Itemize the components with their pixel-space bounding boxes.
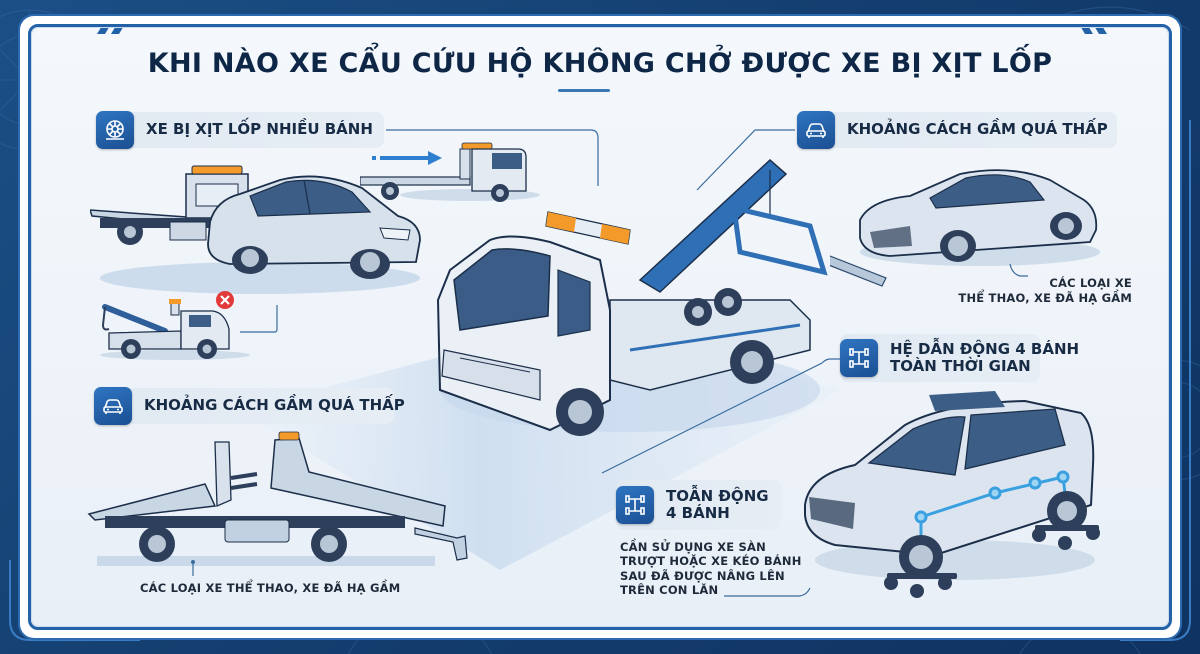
caption-line: SAU ĐÃ ĐƯỢC NÂNG LÊN [620,568,785,583]
corner-slash-decoration [1080,27,1107,34]
label-line: TOÀN THỜI GIAN [890,357,1031,375]
caption-4wd: CẦN SỬ DỤNG XE SÀN TRƯỢT HOẶC XE KÉO BÁN… [620,540,802,598]
label-low-clearance-top: KHOẢNG CÁCH GẦM QUÁ THẤP [797,111,1117,149]
label-flat-tires: XE BỊ XỊT LỐP NHIỀU BÁNH [96,111,384,149]
label-text: TOẪN ĐỘNG 4 BÁNH [654,486,783,523]
drivetrain-icon [840,339,878,377]
car-front-icon [94,387,132,425]
label-line: 4 BÁNH [666,504,730,522]
label-low-clearance-bottom: KHOẢNG CÁCH GẦM QUÁ THẤP [94,387,405,425]
label-text: HỆ DẪN ĐỘNG 4 BÁNH TOÀN THỜI GIAN [878,339,1093,376]
page-title: KHI NÀO XE CẨU CỨU HỘ KHÔNG CHỞ ĐƯỢC XE … [147,48,1053,79]
caption-low-clearance-top-2: THỂ THAO, XE ĐÃ HẠ GẦM [930,291,1132,305]
label-4wd: TOẪN ĐỘNG 4 BÁNH [616,480,781,530]
caption-low-clearance-bottom: CÁC LOẠI XE THỂ THAO, XE ĐÃ HẠ GẦM [140,581,401,595]
label-text: XE BỊ XỊT LỐP NHIỀU BÁNH [146,120,373,139]
caption-line: TRƯỢT HOẶC XE KÉO BÁNH [620,554,802,569]
label-line: HỆ DẪN ĐỘNG 4 BÁNH [890,339,1080,358]
label-text: KHOẢNG CÁCH GẦM QUÁ THẤP [847,120,1108,139]
caption-line: CẦN SỬ DỤNG XE SÀN [620,540,766,554]
car-front-icon [797,111,835,149]
tire-icon [96,111,134,149]
title-underline [558,89,610,92]
corner-slash-decoration [97,27,124,34]
caption-low-clearance-top: CÁC LOẠI XE [1012,276,1132,290]
label-text: KHOẢNG CÁCH GẦM QUÁ THẤP [144,396,405,415]
label-line: TOẪN ĐỘNG [666,486,769,505]
caption-line: TRÊN CON LĂN [620,583,719,598]
label-awd: HỆ DẪN ĐỘNG 4 BÁNH TOÀN THỜI GIAN [840,334,1079,382]
drivetrain-icon [616,486,654,524]
caption-line: CÁC LOẠI XE [1049,276,1132,290]
caption-line: THỂ THAO, XE ĐÃ HẠ GẦM [958,291,1132,305]
